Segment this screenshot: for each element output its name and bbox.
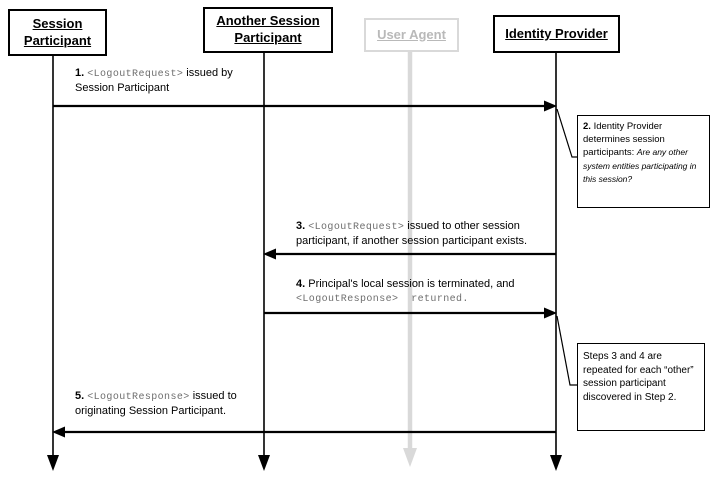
arrowhead-left-icon bbox=[263, 248, 276, 260]
lifeline-end-arrow-icon bbox=[258, 455, 270, 471]
arrowhead-left-icon bbox=[52, 426, 65, 438]
lifeline-end-arrow-icon bbox=[47, 455, 59, 471]
message-4-label: 4. Principal's local session is terminat… bbox=[296, 278, 515, 305]
actor-label: Another Session Participant bbox=[216, 13, 320, 45]
arrowhead-right-icon bbox=[544, 307, 557, 319]
message-3-label: 3. <LogoutRequest> issued to other sessi… bbox=[296, 220, 528, 247]
actor-label: Session Participant bbox=[23, 15, 92, 48]
actor-session-participant: Session Participant bbox=[8, 9, 107, 56]
arrowhead-right-icon bbox=[544, 100, 557, 112]
lifeline-end-arrow-icon bbox=[550, 455, 562, 471]
actor-another-session-participant: Another Session Participant bbox=[203, 7, 333, 53]
actor-user-agent: User Agent bbox=[364, 18, 459, 52]
note-connector-steps-3-4 bbox=[556, 315, 578, 386]
note-connector-step-2 bbox=[556, 108, 578, 158]
lifeline-end-arrow-icon bbox=[403, 448, 417, 467]
actor-label: User Agent bbox=[377, 26, 446, 42]
actor-identity-provider: Identity Provider bbox=[493, 15, 620, 53]
actor-label: Identity Provider bbox=[505, 25, 608, 41]
